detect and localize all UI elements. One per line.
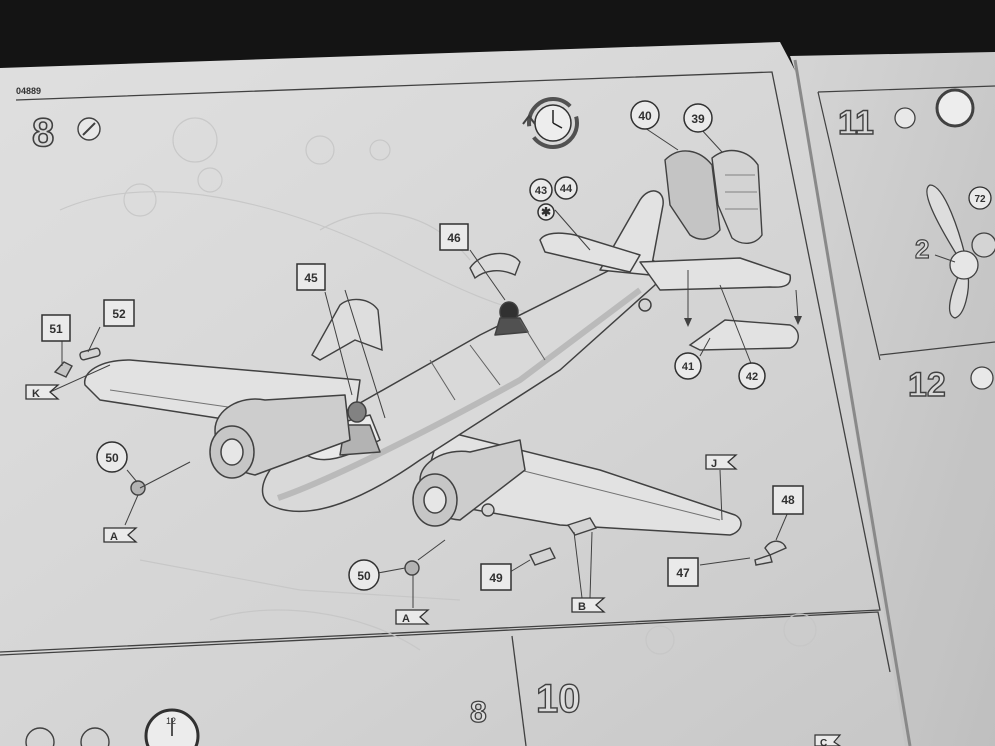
marker-a-lower: A [402,613,410,625]
part-2: 2 [915,234,929,264]
step-number-bottom-b: 10 [536,677,581,721]
part-48: 48 [781,493,795,507]
part-49: 49 [489,571,503,585]
step-8-header: 8 [31,110,101,156]
part-50-lower: 50 [357,569,371,583]
step-number-main: 8 [32,111,54,155]
step-number-12: 12 [908,366,946,404]
right-page-content: 11 12 72 2 [817,85,995,405]
step-number-bottom-a: 8 [470,696,487,729]
part-47: 47 [676,566,690,580]
marker-b: B [578,601,586,613]
page-code: 04889 [16,86,41,96]
part-41: 41 [682,361,694,373]
marker-a-upper: A [110,531,118,543]
brush-icon-bottom [25,727,55,746]
part-43: 43 [535,185,547,197]
part-46: 46 [447,231,461,245]
panel-frames [0,71,891,746]
bottom-panels: 8 10 12 C [25,676,842,746]
part-44: 44 [560,183,573,195]
brush-icon-right [894,107,916,129]
exploded-parts [53,149,799,576]
part-42: 42 [746,371,758,383]
leader-lines [49,127,799,608]
paint-icon-bottom [80,727,110,746]
part-72: 72 [974,194,986,205]
arrows [684,316,802,327]
marker-j: J [711,458,717,470]
marker-c: C [820,738,827,746]
part-52: 52 [112,307,126,321]
callouts: 40 39 43 44 ✱ 41 42 50 50 45 46 51 52 49… [41,100,804,591]
clock-icon [522,97,579,149]
part-45: 45 [304,271,318,285]
brush-icon-right-2 [970,366,994,390]
clock-numerals: 12 [166,716,176,726]
marker-k: K [32,388,40,400]
part-50-upper: 50 [105,451,119,465]
clock-icon-right [935,88,975,128]
part-40: 40 [638,109,652,123]
assembly-markers [25,384,738,625]
asterisk-icon: ✱ [541,205,551,219]
step-number-11: 11 [838,104,874,142]
part-39: 39 [691,112,705,126]
aircraft-drawing [84,190,792,536]
part-51: 51 [49,322,63,336]
